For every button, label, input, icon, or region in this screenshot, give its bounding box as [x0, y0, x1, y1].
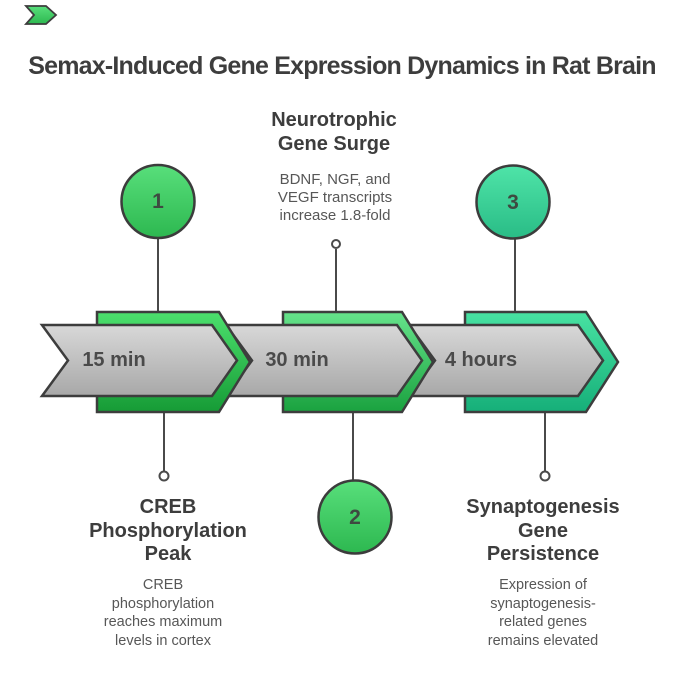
step-3-description: Expression of synaptogenesis- related ge…	[487, 577, 599, 649]
time-label-step1: 15 min	[82, 349, 146, 371]
step-2-marker-circle	[317, 479, 393, 555]
arrow-1-gray-body	[39, 323, 239, 398]
corner-chevron-icon	[23, 5, 58, 25]
step-3-heading: Synaptogenesis Gene Persistence	[466, 496, 620, 565]
step-2-heading: Neurotrophic Gene Surge	[271, 109, 397, 155]
arrow-2-gray-body	[223, 323, 424, 398]
arrow-3-gray-body	[406, 323, 605, 398]
step-1-description: CREB phosphorylation reaches maximum lev…	[103, 577, 223, 649]
step-1-heading: CREB Phosphorylation Peak	[89, 496, 247, 565]
timeline-arrow-2	[223, 310, 435, 414]
step-1-number: 1	[152, 190, 164, 213]
time-label-step2: 30 min	[265, 349, 329, 371]
connector-dot-step3	[539, 470, 551, 482]
step-1-marker-circle	[120, 163, 196, 240]
timeline-arrow-3	[406, 310, 620, 414]
connector-dot-step2	[331, 239, 341, 249]
timeline-arrow-1	[39, 310, 252, 414]
step-3-number: 3	[507, 191, 519, 214]
step-3-marker-circle	[475, 164, 551, 240]
step-2-number: 2	[349, 506, 361, 529]
page-title: Semax-Induced Gene Expression Dynamics i…	[28, 52, 656, 80]
connector-dot-step1	[158, 470, 170, 482]
time-label-step3: 4 hours	[444, 349, 518, 371]
step-2-description: BDNF, NGF, and VEGF transcripts increase…	[277, 171, 393, 224]
